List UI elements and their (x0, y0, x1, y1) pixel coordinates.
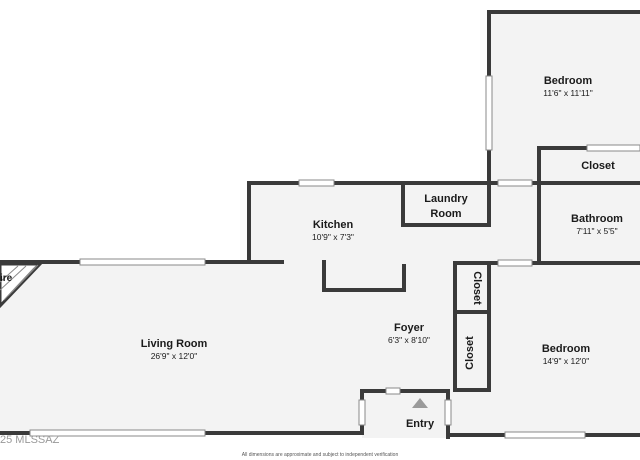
laundry-label-line1: Laundry (424, 193, 468, 205)
bedroom-bottom-dims: 14'9" x 12'0" (543, 356, 590, 366)
bedroom-bottom-label: Bedroom (542, 343, 591, 355)
floor-fills (0, 12, 640, 438)
mls-watermark: 25 MLSSAZ (0, 434, 60, 446)
bathroom-dims: 7'11" x 5'5" (576, 226, 617, 236)
laundry-label-line2: Room (430, 208, 461, 220)
kitchen-label: Kitchen (313, 219, 354, 231)
bedroom-top-dims: 11'6" x 11'11" (543, 88, 592, 98)
foyer-dims: 6'3" x 8'10" (388, 335, 430, 345)
closet-top-label: Closet (581, 160, 615, 172)
entry-label: Entry (406, 418, 435, 430)
fireplace (0, 262, 44, 309)
closet-mid-label: Closet (471, 271, 483, 305)
fireplace-label: ire (0, 273, 13, 284)
windows (29, 75, 640, 439)
foyer-label: Foyer (394, 322, 425, 334)
entry-arrow-icon (412, 398, 428, 408)
bathroom-label: Bathroom (571, 213, 623, 225)
footer-disclaimer: All dimensions are approximate and subje… (242, 452, 399, 458)
bedroom-top-label: Bedroom (544, 75, 593, 87)
living-room-label: Living Room (141, 338, 208, 350)
closet-low-label: Closet (464, 336, 476, 370)
kitchen-dims: 10'9" x 7'3" (312, 232, 354, 242)
living-room-dims: 26'9" x 12'0" (151, 351, 198, 361)
